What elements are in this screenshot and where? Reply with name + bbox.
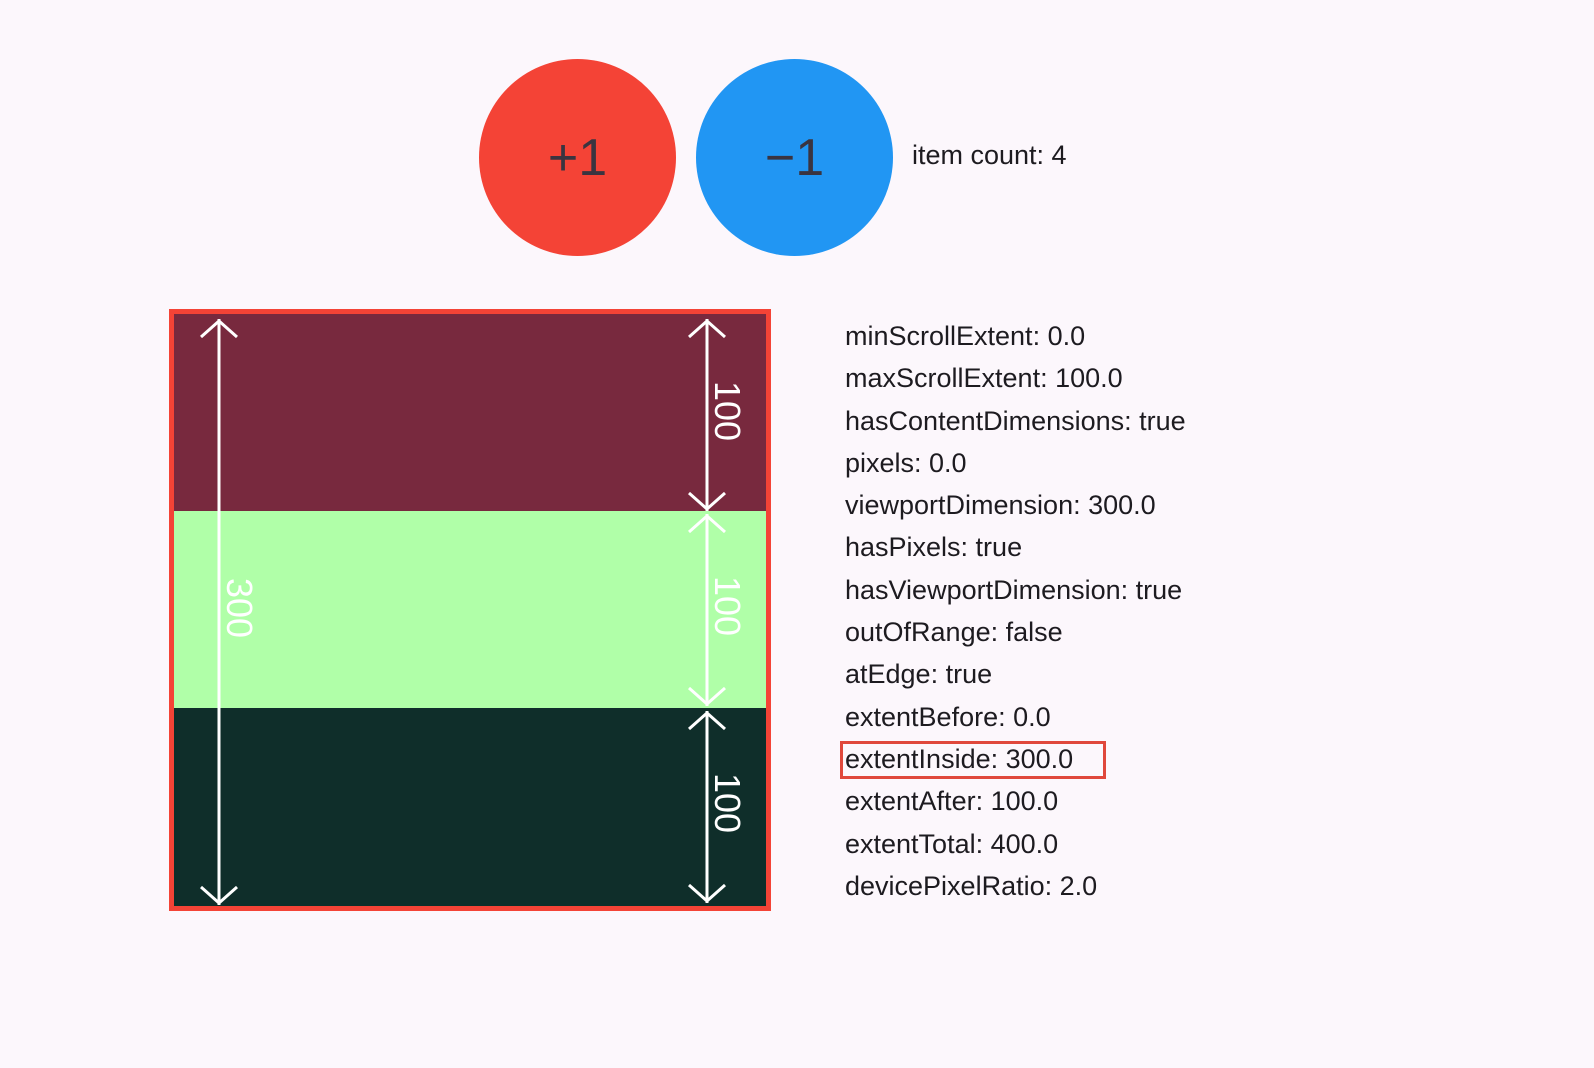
double-arrow-icon <box>688 318 726 512</box>
item-1-extent-measure: 100 <box>687 318 748 512</box>
double-arrow-icon <box>688 513 726 707</box>
scroll-viewport[interactable]: 300 100 100 <box>169 309 771 911</box>
metric-max-scroll-extent: maxScrollExtent: 100.0 <box>845 363 1123 394</box>
increment-button[interactable]: +1 <box>479 59 676 256</box>
metric-extent-total: extentTotal: 400.0 <box>845 828 1059 859</box>
metric-has-viewport-dimension: hasViewportDimension: true <box>845 574 1183 605</box>
highlight-box <box>840 740 1106 779</box>
metric-has-content-dimensions: hasContentDimensions: true <box>845 405 1186 436</box>
list-item-2 <box>174 511 766 708</box>
double-arrow-icon <box>200 318 238 906</box>
viewport-dimension-label: 300 <box>219 578 260 639</box>
metric-min-scroll-extent: minScrollExtent: 0.0 <box>845 321 1086 351</box>
scroll-metrics-list: minScrollExtent: 0.0 maxScrollExtent: 10… <box>840 318 1186 910</box>
double-arrow-icon <box>688 710 726 904</box>
item-2-extent-measure: 100 <box>687 513 748 707</box>
list-item-1 <box>174 314 766 511</box>
list-item-3 <box>174 708 766 906</box>
metric-out-of-range: outOfRange: false <box>845 617 1063 648</box>
metric-extent-after: extentAfter: 100.0 <box>845 786 1059 817</box>
metric-pixels: pixels: 0.0 <box>845 447 967 478</box>
item-3-extent-measure: 100 <box>687 710 748 904</box>
item-count-label: item count: 4 <box>912 140 1067 170</box>
item-3-extent-label: 100 <box>707 773 748 834</box>
metric-device-pixel-ratio: devicePixelRatio: 2.0 <box>845 870 1098 901</box>
decrement-button[interactable]: −1 <box>696 59 893 256</box>
metric-extent-inside: extentInside: 300.0 <box>840 740 1186 783</box>
metric-has-pixels: hasPixels: true <box>845 532 1023 563</box>
viewport-dimension-measure: 300 <box>199 318 260 906</box>
metric-extent-inside-text: extentInside: 300.0 <box>845 743 1074 774</box>
metric-extent-before: extentBefore: 0.0 <box>845 701 1051 732</box>
item-1-extent-label: 100 <box>707 381 748 442</box>
item-2-extent-label: 100 <box>707 576 748 637</box>
metric-viewport-dimension: viewportDimension: 300.0 <box>845 490 1156 521</box>
metric-at-edge: atEdge: true <box>845 659 993 690</box>
